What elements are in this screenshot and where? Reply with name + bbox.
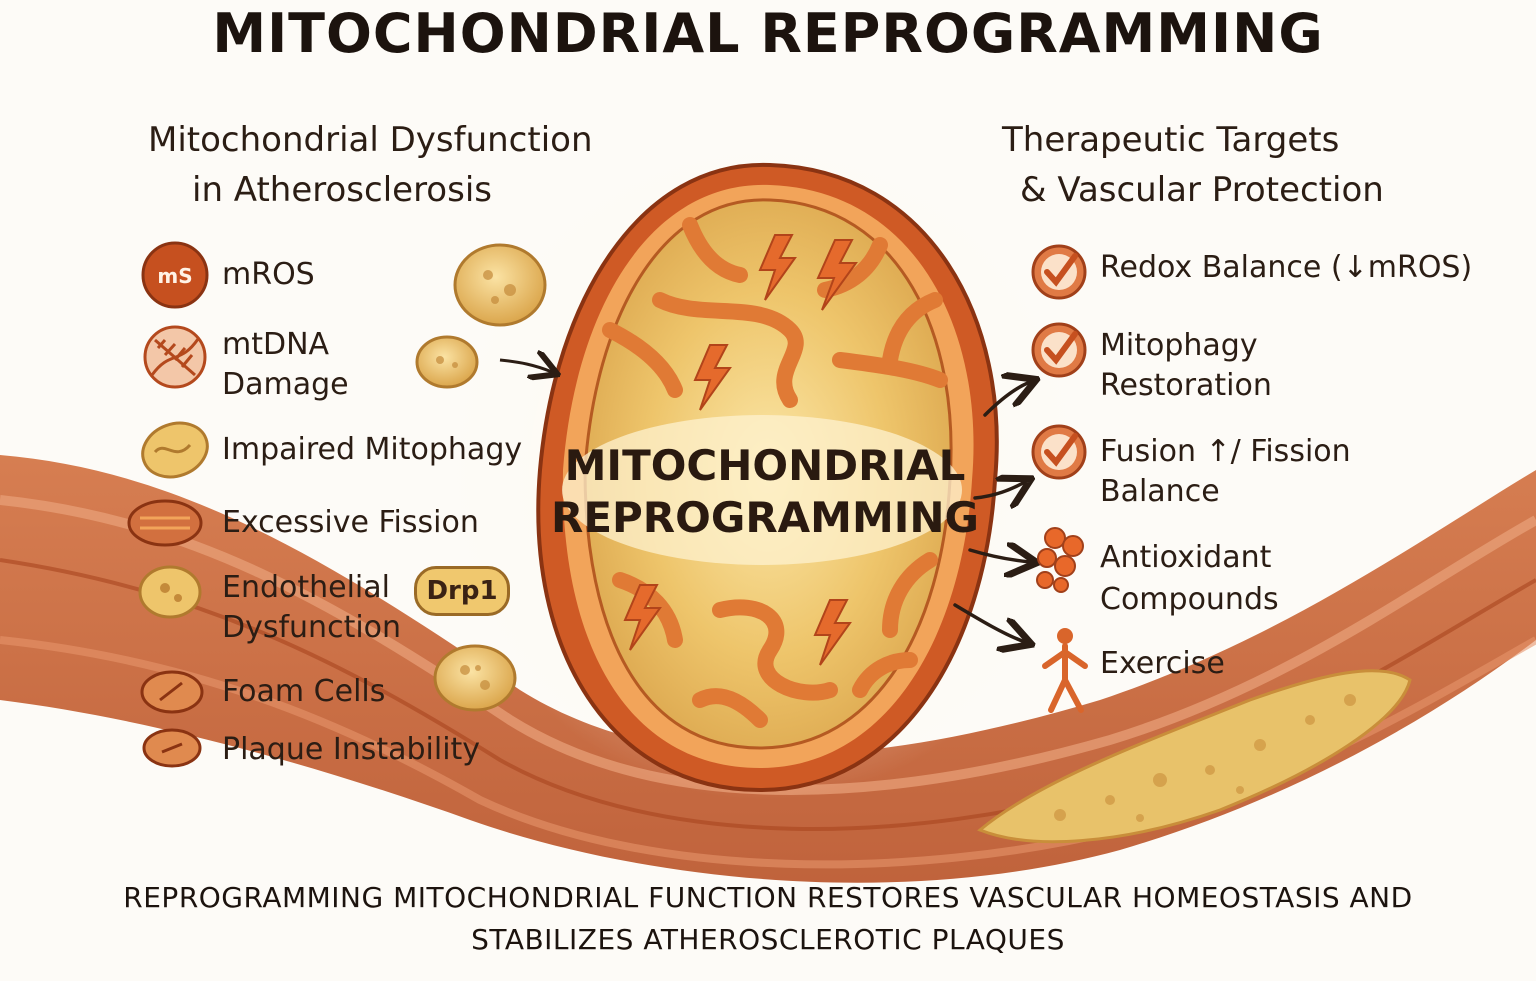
left-item-foam-cells: Foam Cells bbox=[222, 674, 386, 709]
footer-line2: STABILIZES ATHEROSCLEROTIC PLAQUES bbox=[471, 923, 1065, 956]
outgoing-arrows bbox=[953, 382, 1030, 642]
center-label-line1: MITOCHONDRIAL bbox=[564, 441, 966, 490]
left-icons: mS bbox=[127, 241, 209, 768]
left-item-excessive-fission: Excessive Fission bbox=[222, 505, 479, 540]
right-heading-line2: & Vascular Protection bbox=[1020, 170, 1384, 210]
right-item-mitophagy-line1: Mitophagy bbox=[1100, 328, 1258, 363]
right-item-exercise: Exercise bbox=[1100, 646, 1225, 681]
right-item-redox-balance: Redox Balance (↓mROS) bbox=[1100, 250, 1473, 285]
mitochondrion-icon bbox=[141, 421, 209, 479]
check-icon bbox=[1031, 322, 1087, 378]
endothelial-cell-icon bbox=[138, 565, 202, 619]
footer-line1: REPROGRAMMING MITOCHONDRIAL FUNCTION RES… bbox=[123, 881, 1413, 914]
plaque-icon bbox=[142, 728, 202, 768]
left-item-mtdna-line2: Damage bbox=[222, 367, 349, 402]
left-heading-line1: Mitochondrial Dysfunction bbox=[148, 120, 593, 160]
left-item-endothelial-line1: Endothelial bbox=[222, 570, 390, 605]
right-item-fusion-line1: Fusion ↑/ Fission bbox=[1100, 434, 1351, 469]
left-item-mros: mROS bbox=[222, 257, 315, 292]
right-item-antioxidant-line1: Antioxidant bbox=[1100, 540, 1272, 575]
left-item-mtdna-line1: mtDNA bbox=[222, 327, 330, 362]
drp1-label: Drp1 bbox=[426, 576, 498, 606]
floating-cells bbox=[415, 243, 552, 712]
right-item-fusion-line2: Balance bbox=[1100, 474, 1220, 509]
center-label-line2: REPROGRAMMING bbox=[550, 493, 980, 542]
foam-cell-icon bbox=[140, 670, 204, 714]
dna-strand-icon bbox=[143, 325, 207, 389]
check-icon bbox=[1031, 424, 1087, 480]
right-item-antioxidant-line2: Compounds bbox=[1100, 582, 1279, 617]
ms-badge-icon: mS bbox=[141, 241, 209, 309]
atherosclerotic-plaque bbox=[977, 669, 1412, 844]
left-item-plaque-instability: Plaque Instability bbox=[222, 732, 481, 767]
right-heading-line1: Therapeutic Targets bbox=[1002, 120, 1340, 160]
fission-mitochondrion-icon bbox=[127, 499, 203, 547]
drp1-badge: Drp1 bbox=[414, 566, 510, 616]
right-item-mitophagy-line2: Restoration bbox=[1100, 368, 1272, 403]
antioxidant-molecules-icon bbox=[1036, 527, 1084, 593]
left-item-endothelial-line2: Dysfunction bbox=[222, 610, 402, 645]
left-item-impaired-mitophagy: Impaired Mitophagy bbox=[222, 432, 523, 467]
check-icon bbox=[1031, 244, 1087, 300]
page-title: MITOCHONDRIAL REPROGRAMMING bbox=[212, 2, 1324, 65]
person-exercise-icon bbox=[1042, 628, 1088, 713]
mitochondrion bbox=[536, 162, 999, 793]
left-heading-line2: in Atherosclerosis bbox=[192, 170, 492, 210]
right-icons bbox=[1031, 244, 1088, 713]
svg-text:mS: mS bbox=[157, 264, 192, 288]
